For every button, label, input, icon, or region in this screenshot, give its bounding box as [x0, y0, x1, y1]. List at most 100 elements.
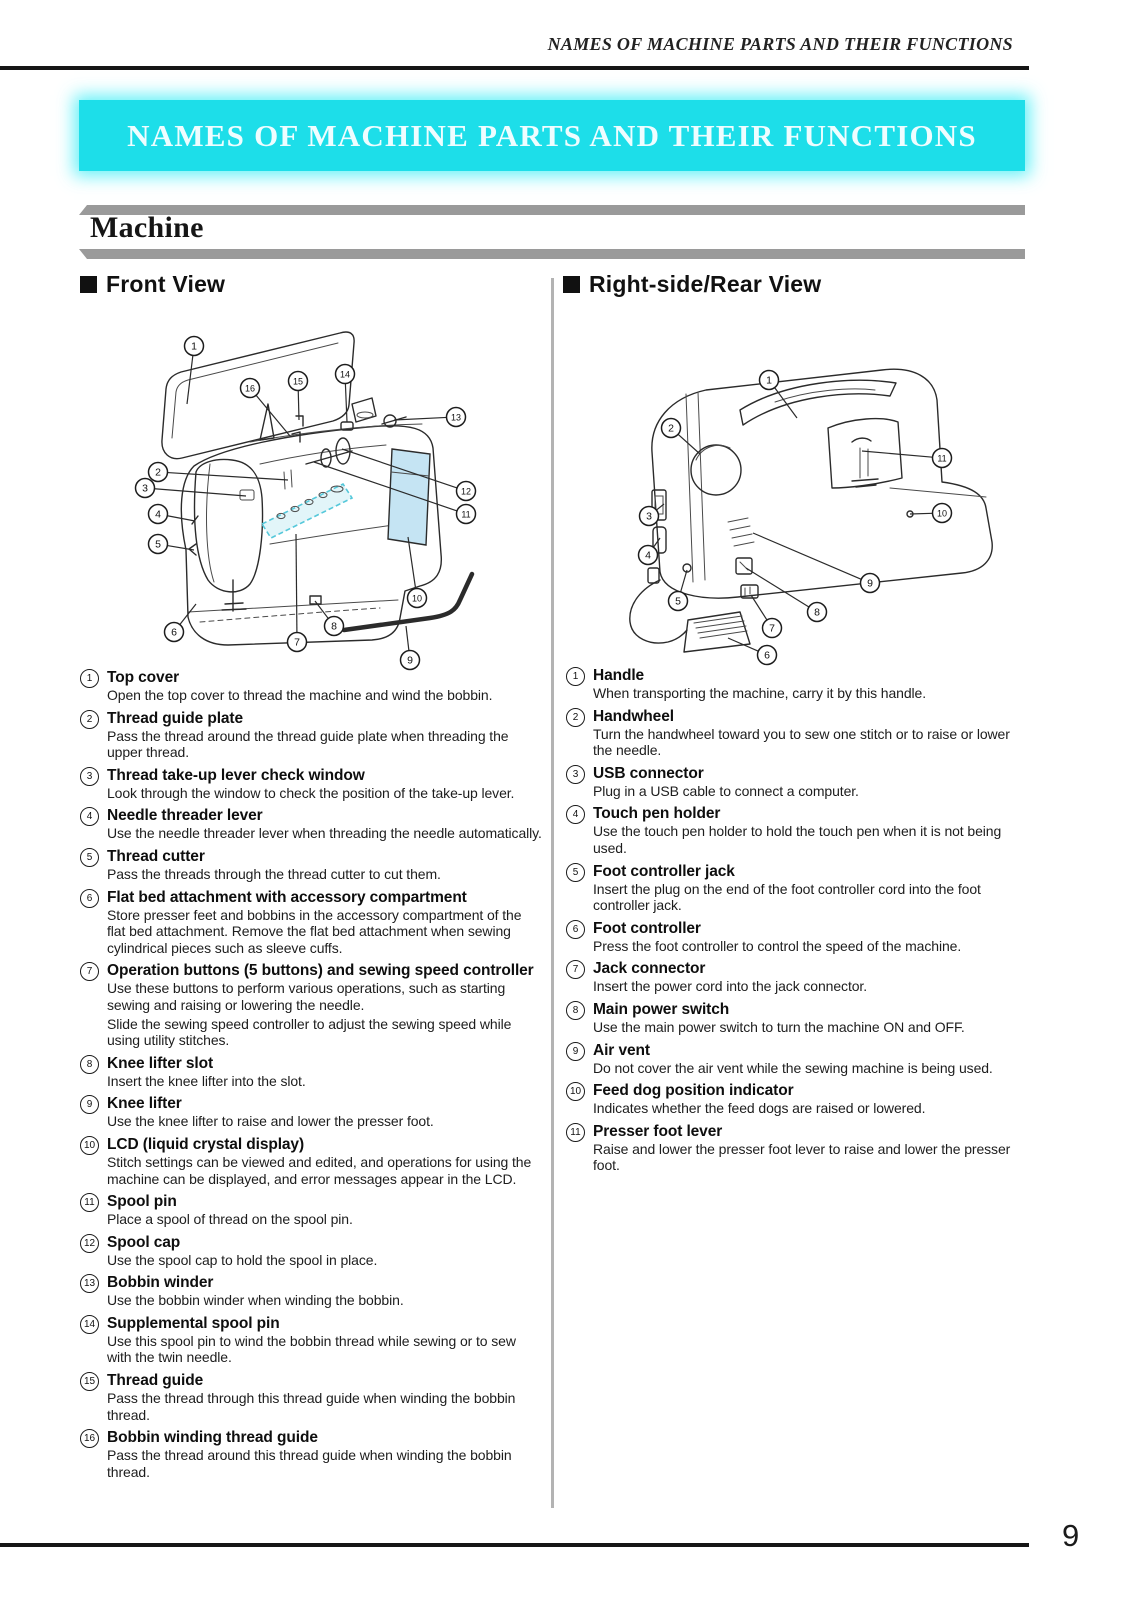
- part-description: Plug in a USB cable to connect a compute…: [593, 782, 859, 799]
- part-title: Foot controller jack: [593, 862, 735, 880]
- callout-number: 5: [675, 596, 681, 608]
- callout-number: 11: [461, 510, 470, 520]
- callout-leader-line: [393, 416, 447, 421]
- callout-leader-line: [344, 383, 348, 423]
- callout-number: 10: [412, 594, 422, 604]
- rear-view-heading: Right-side/Rear View: [563, 271, 821, 298]
- callout-circle: [163, 621, 185, 643]
- callout-leader-line: [750, 594, 768, 621]
- callout-circle: [323, 615, 345, 637]
- part-description: Insert the knee lifter into the slot.: [107, 1072, 306, 1089]
- part-description: Place a spool of thread on the spool pin…: [107, 1211, 353, 1228]
- part-title: Jack connector: [593, 960, 706, 978]
- callout-circle: [806, 601, 828, 623]
- callout-number: 9: [867, 578, 873, 590]
- callout-circle: [638, 505, 660, 527]
- callout-number: 7: [294, 637, 300, 649]
- part-description: Raise and lower the presser foot lever t…: [593, 1140, 1011, 1174]
- part-title: LCD (liquid crystal display): [107, 1135, 305, 1153]
- part-description: Use the needle threader lever when threa…: [107, 825, 542, 842]
- part-title: Knee lifter slot: [107, 1054, 214, 1072]
- part-title: USB connector: [593, 764, 704, 782]
- callout-circle: [399, 649, 421, 671]
- callout-circle: [756, 644, 778, 666]
- callout-number: 2: [668, 423, 674, 435]
- callout-leader-line: [167, 515, 196, 522]
- part-number-badge: 5: [566, 862, 585, 882]
- callout-leader-line: [179, 603, 197, 625]
- part-number-badge: 15: [80, 1372, 99, 1392]
- page-number: 9: [1062, 1518, 1080, 1553]
- part-title: Needle threader lever: [107, 807, 263, 825]
- callout-number: 1: [766, 375, 772, 387]
- callout-circle: [334, 363, 356, 385]
- callout-circle: [758, 369, 780, 391]
- callout-number: 8: [814, 607, 820, 619]
- callout-circle: [455, 503, 477, 525]
- running-header: NAMES OF MACHINE PARTS AND THEIR FUNCTIO…: [547, 34, 1013, 54]
- part-description: Use this spool pin to wind the bobbin th…: [107, 1332, 516, 1366]
- callout-leader-line: [167, 544, 195, 551]
- callout-circle: [931, 502, 953, 524]
- callout-number: 12: [461, 487, 471, 497]
- callout-leader-line: [652, 537, 661, 548]
- part-description: Insert the power cord into the jack conn…: [593, 978, 867, 995]
- callout-number: 4: [155, 509, 161, 521]
- callout-number: 2: [155, 467, 161, 479]
- part-number-badge: 11: [566, 1122, 585, 1142]
- callout-number: 13: [451, 413, 461, 423]
- part-title: Air vent: [593, 1041, 650, 1059]
- part-title: Feed dog position indicator: [593, 1082, 794, 1100]
- part-title: Thread take-up lever check window: [107, 766, 365, 784]
- callout-leader-line: [154, 488, 247, 497]
- callout-circle: [761, 617, 783, 639]
- part-title: Presser foot lever: [593, 1122, 723, 1140]
- part-title: Handwheel: [593, 707, 674, 725]
- part-description: Use the bobbin winder when winding the b…: [107, 1292, 404, 1309]
- callout-circle: [660, 417, 682, 439]
- section-bar-top: [79, 205, 1025, 215]
- part-description: Press the foot controller to control the…: [593, 937, 962, 954]
- callout-circle: [931, 447, 953, 469]
- callout-circle: [147, 533, 169, 555]
- part-number-badge: 6: [80, 888, 99, 908]
- part-number-badge: 6: [566, 919, 585, 939]
- callout-number: 6: [171, 627, 177, 639]
- part-title: Main power switch: [593, 1000, 730, 1018]
- part-number-badge: 1: [566, 667, 585, 686]
- callout-leader-line: [314, 600, 329, 619]
- part-description: Use the touch pen holder to hold the tou…: [593, 823, 1002, 856]
- callout-leader-line: [677, 433, 701, 455]
- part-title: Knee lifter: [107, 1095, 182, 1113]
- callout-circle: [239, 377, 261, 399]
- callout-leader-line: [656, 503, 665, 511]
- callout-number: 14: [340, 370, 350, 380]
- part-number-badge: 7: [566, 960, 585, 980]
- footer-rule: [0, 1543, 1029, 1547]
- part-number-badge: 1: [80, 669, 99, 688]
- callout-circle: [286, 631, 308, 653]
- callout-leader-line: [727, 637, 759, 652]
- part-title: Supplemental spool pin: [107, 1314, 280, 1332]
- part-number-badge: 11: [80, 1193, 99, 1213]
- callout-leader-line: [861, 450, 933, 458]
- callout-circle: [147, 461, 169, 483]
